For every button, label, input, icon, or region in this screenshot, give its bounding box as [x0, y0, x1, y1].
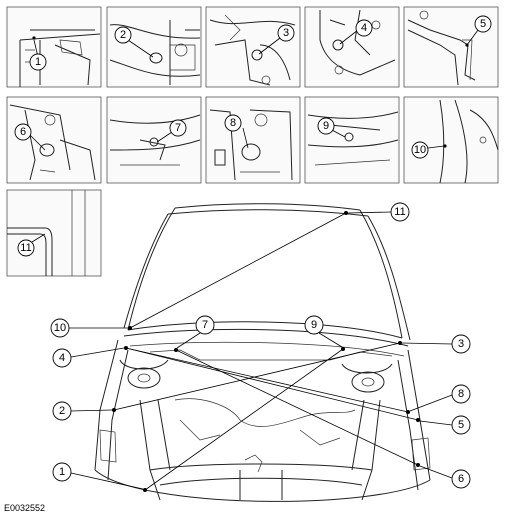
detail-label-3: 3: [283, 27, 289, 39]
diagonal-7-to-6: [175, 349, 419, 466]
detail-view-2: 2: [106, 6, 202, 88]
measurement-lines: [113, 212, 419, 491]
main-callout-2: 2: [52, 401, 113, 421]
main-callout-11: 11: [347, 202, 410, 222]
diagonal-4-to-8: [125, 347, 409, 413]
main-label-5: 5: [458, 419, 464, 431]
detail-label-11: 11: [20, 242, 31, 254]
detail-view-4: 4: [304, 6, 400, 88]
main-label-6: 6: [458, 473, 464, 485]
main-callout-7: 7: [176, 315, 215, 349]
diagonal-9-to-1: [144, 348, 344, 491]
detail-label-8: 8: [230, 117, 236, 129]
detail-view-10: 10: [403, 96, 499, 184]
detail-view-6: 6: [6, 96, 102, 184]
detail-label-5: 5: [480, 18, 486, 30]
diagonal-10-to-11: [129, 212, 347, 329]
detail-view-5: 5: [403, 6, 499, 88]
detail-label-10: 10: [414, 144, 426, 156]
detail-view-1: 1: [6, 6, 102, 88]
main-callout-8: 8: [409, 384, 471, 412]
detail-label-1: 1: [35, 56, 41, 68]
detail-view-7: 7: [106, 96, 202, 184]
main-label-3: 3: [458, 338, 464, 350]
detail-label-4: 4: [361, 22, 367, 34]
detail-label-7: 7: [175, 122, 181, 134]
main-callout-6: 6: [419, 465, 471, 489]
detail-label-9: 9: [323, 120, 329, 132]
main-callout-9: 9: [304, 315, 343, 348]
main-label-8: 8: [458, 388, 464, 400]
vehicle-body-outline: [94, 203, 431, 502]
detail-view-11: 11: [6, 189, 102, 277]
detail-view-3: 3: [205, 6, 301, 88]
diagonal-3-to-2: [113, 342, 401, 411]
detail-label-6: 6: [20, 126, 26, 138]
figure-reference-code: E0032552: [4, 503, 45, 513]
diagonal-4-to-5: [125, 347, 419, 421]
main-label-4: 4: [59, 352, 65, 364]
main-label-10: 10: [54, 322, 66, 334]
main-label-9: 9: [311, 319, 317, 331]
main-label-11: 11: [394, 206, 405, 218]
detail-view-8: 8: [205, 96, 301, 184]
main-callout-3: 3: [401, 334, 471, 354]
main-label-2: 2: [59, 405, 65, 417]
main-label-7: 7: [202, 319, 208, 331]
main-callout-10: 10: [50, 318, 128, 338]
detail-view-9: 9: [304, 96, 400, 184]
main-callout-4: 4: [52, 347, 125, 368]
main-callout-5: 5: [419, 415, 471, 435]
detail-label-2: 2: [120, 29, 126, 41]
main-label-1: 1: [59, 466, 65, 478]
measurement-points: [112, 211, 420, 492]
main-callout-1: 1: [52, 462, 144, 490]
